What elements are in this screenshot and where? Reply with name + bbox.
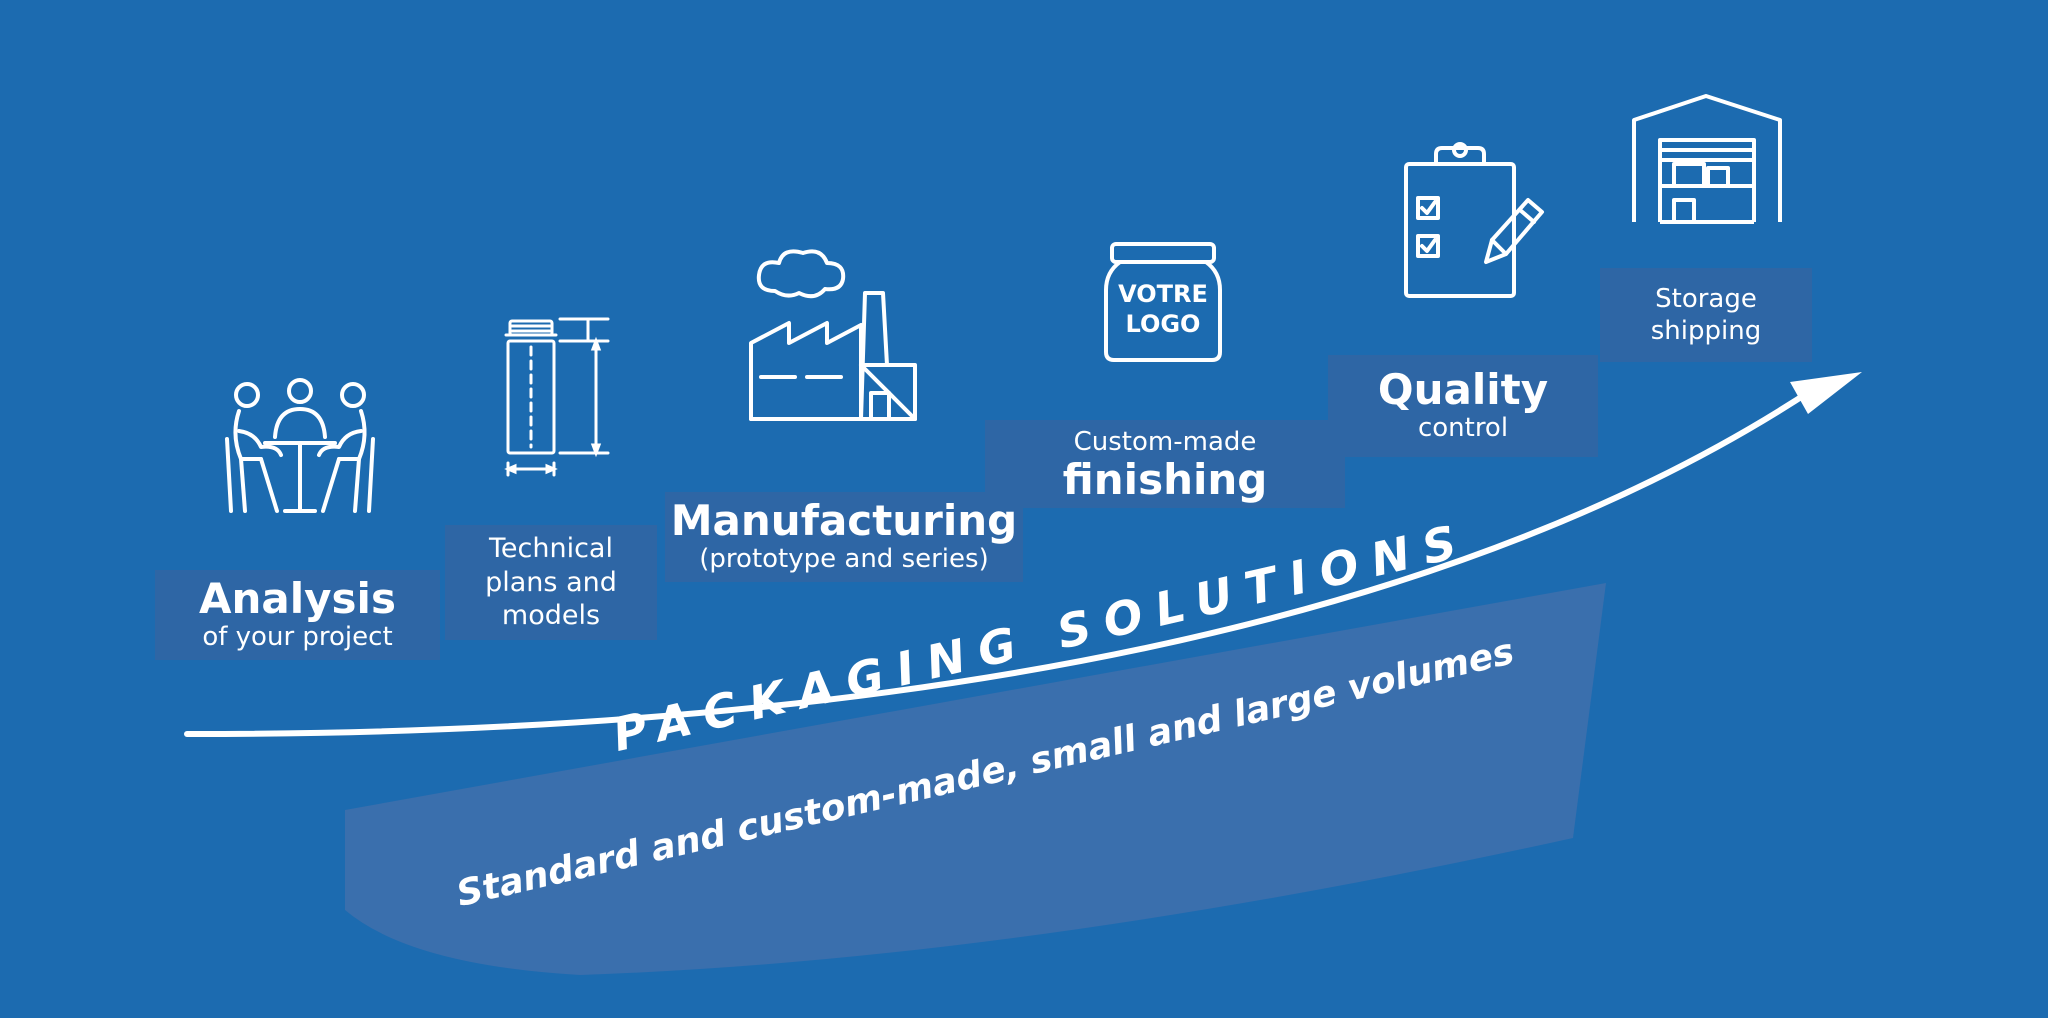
checklist-icon	[1400, 140, 1550, 300]
step-manufacturing-subtitle: (prototype and series)	[699, 543, 989, 574]
step-analysis-title: Analysis	[199, 573, 396, 623]
jar-logo-line-2: LOGO	[1125, 310, 1201, 338]
step-quality-subtitle: control	[1417, 412, 1509, 443]
meeting-icon	[225, 375, 375, 515]
step-analysis: Analysis of your project	[155, 570, 440, 660]
step-manufacturing: Manufacturing (prototype and series)	[665, 492, 1023, 582]
step-quality-title: Quality	[1377, 364, 1549, 414]
step-finishing: Custom-made finishing	[985, 420, 1345, 508]
factory-icon	[745, 245, 925, 425]
technical-drawing-icon	[500, 313, 615, 478]
step-finishing-pre: Custom-made	[1073, 426, 1257, 457]
step-analysis-subtitle: of your project	[202, 621, 393, 652]
step-technical-line-1: Technical	[489, 532, 613, 564]
step-storage: Storage shipping	[1600, 268, 1812, 362]
jar-logo-line-1: VOTRE	[1118, 280, 1208, 308]
step-technical: Technical plans and models	[445, 525, 657, 640]
step-manufacturing-title: Manufacturing	[670, 495, 1018, 545]
warehouse-icon	[1630, 92, 1785, 227]
step-storage-line-2: shipping	[1650, 316, 1762, 346]
step-finishing-title: finishing	[1062, 455, 1268, 505]
jar-icon: VOTRE LOGO	[1100, 240, 1226, 366]
step-quality: Quality control	[1328, 355, 1598, 457]
step-storage-line-1: Storage	[1655, 283, 1757, 314]
step-technical-line-3: models	[501, 600, 601, 632]
step-technical-line-2: plans and	[485, 566, 617, 598]
